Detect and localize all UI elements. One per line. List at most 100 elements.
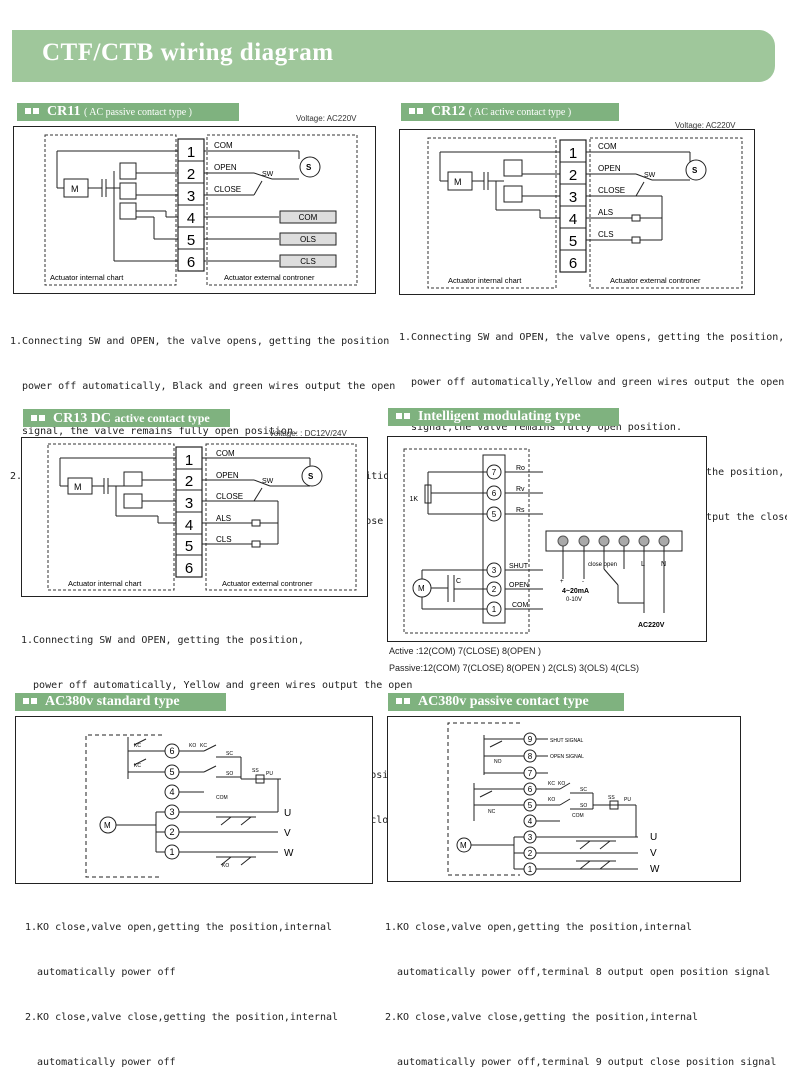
ac380s-label-so: SO	[226, 771, 233, 777]
cr13-terminal-6: 6	[185, 560, 193, 577]
intel-label-minus: -	[582, 579, 584, 585]
ac380-standard-title-bar: AC380v standard type	[15, 693, 226, 711]
ac380s-label-v: V	[284, 828, 291, 839]
intel-label-c: C	[456, 578, 461, 585]
cr13-terminal-5: 5	[185, 538, 193, 555]
cr13-panel: 1 2 3 4 5 6 S COM OPEN CLOSE ALS CLS	[21, 437, 368, 597]
intel-label-n: N	[661, 561, 666, 568]
intelligent-panel: 7 6 5 3 2 1 1K C M Ro Rv Rs SH	[387, 436, 707, 642]
intel-label-ac: AC220V	[638, 622, 665, 629]
intel-label-plus: +	[560, 579, 564, 585]
cr13-motor-label: M	[74, 482, 82, 492]
intelligent-active: Active :12(COM) 7(CLOSE) 8(OPEN )	[389, 646, 542, 656]
cr11-signal-com: COM	[299, 213, 318, 222]
cr13-voltage: Voltage: : DC12V/24V	[269, 429, 347, 438]
cr13-terminal-2: 2	[185, 473, 193, 490]
cr13-diagram: 1 2 3 4 5 6 S COM OPEN CLOSE ALS CLS	[47, 443, 357, 591]
cr13-indicator-icon	[301, 465, 323, 487]
ac380s-terminal-2: 2	[169, 827, 174, 837]
ac380p-terminal-5: 5	[528, 801, 533, 810]
ac380p-label-pu: PU	[624, 797, 631, 803]
cr12-left-caption: Actuator internal chart	[448, 276, 522, 285]
cr11-label-close: CLOSE	[214, 185, 241, 194]
ac380s-note-line: automatically power off	[25, 1057, 176, 1068]
intelligent-diagram: 7 6 5 3 2 1 1K C M Ro Rv Rs SH	[403, 448, 683, 634]
cr12-terminal-3: 3	[569, 189, 577, 206]
intel-terminal-6: 6	[492, 489, 497, 498]
ac380s-label-ko-2: KO	[222, 863, 229, 869]
ac380s-label-w: W	[284, 848, 294, 859]
cr13-note-line: 1.Connecting SW and OPEN, getting the po…	[21, 635, 304, 646]
ac380-passive-panel: 9 8 7 6 5 4 3 2 1	[387, 716, 741, 882]
ac380p-label-com: COM	[572, 813, 584, 819]
cr12-label-close: CLOSE	[598, 186, 625, 195]
cr13-label-com: COM	[216, 449, 235, 458]
intel-terminal-7: 7	[492, 468, 497, 477]
cr11-right-caption: Actuator external controner	[224, 273, 315, 282]
ac380s-terminal-3: 3	[169, 807, 174, 817]
cr12-label-com: COM	[598, 142, 617, 151]
cr11-note-line: 1.Connecting SW and OPEN, the valve open…	[10, 336, 390, 347]
ac380-standard-diagram: 6 5 4 3 2 1	[85, 734, 294, 878]
ac380p-terminal-7: 7	[528, 769, 533, 778]
cr11-signal-cls: CLS	[300, 257, 316, 266]
intel-motor-label: M	[418, 584, 425, 593]
cr12-panel: 1 2 3 4 5 6 S COM OPEN CLOSE ALS CLS	[399, 129, 755, 295]
ac380p-label-shut: SHUT SIGNAL	[550, 738, 583, 744]
cr12-title: CR12	[431, 104, 466, 119]
intelligent-title: Intelligent modulating type	[418, 409, 581, 424]
ac380-standard-panel: 6 5 4 3 2 1	[15, 716, 373, 884]
cr12-terminal-4: 4	[569, 211, 577, 228]
intel-label-ma: 4~20mA	[562, 588, 589, 595]
cr13-indicator-label: S	[308, 472, 314, 481]
ac380p-label-so: SO	[580, 803, 587, 809]
ac380p-label-sc: SC	[580, 787, 587, 793]
cr13-title-bar: CR13 DC active contact type	[23, 409, 230, 427]
ac380p-label-open: OPEN SIGNAL	[550, 754, 584, 760]
cr13-terminal-3: 3	[185, 495, 193, 512]
ac380s-label-kc-2: KC	[134, 763, 141, 769]
cr13-left-caption: Actuator internal chart	[68, 579, 142, 588]
intel-label-com: COM	[512, 602, 529, 609]
intelligent-title-bar: Intelligent modulating type	[388, 408, 619, 426]
cr11-indicator-label: S	[306, 163, 312, 172]
ac380p-label-kc: KC	[548, 781, 555, 787]
cr12-terminal-1: 1	[569, 145, 577, 162]
ac380s-label-ko: KO	[189, 743, 196, 749]
ac380p-terminal-2: 2	[528, 849, 533, 858]
ac380s-motor-label: M	[104, 821, 111, 830]
intelligent-passive: Passive:12(COM) 7(CLOSE) 8(OPEN ) 2(CLS)…	[389, 663, 640, 673]
cr13-title: CR13 DC	[53, 411, 111, 426]
cr12-label-cls: CLS	[598, 230, 614, 239]
ac380s-label-kc-3: KC	[200, 743, 207, 749]
cr11-terminal-6: 6	[187, 254, 195, 271]
cr12-title-bar: CR12 ( AC active contact type )	[401, 103, 619, 121]
ac380p-terminal-1: 1	[528, 865, 533, 874]
cr11-terminal-2: 2	[187, 166, 195, 183]
ac380-standard-notes: 1.KO close,valve open,getting the positi…	[25, 890, 338, 1085]
ac380s-note-line: 2.KO close,valve close,getting the posit…	[25, 1012, 339, 1023]
ac380s-terminal-5: 5	[169, 767, 174, 777]
ac380p-terminal-8: 8	[528, 752, 533, 761]
cr11-label-com: COM	[214, 141, 233, 150]
ac380p-terminal-9: 9	[528, 735, 533, 744]
cr11-terminal-3: 3	[187, 188, 195, 205]
cr11-terminal-block	[177, 138, 205, 272]
cr11-voltage: Voltage: AC220V	[296, 114, 357, 123]
intel-label-v: 0-10V	[566, 597, 582, 603]
cr12-terminal-6: 6	[569, 255, 577, 272]
cr12-indicator-icon	[685, 159, 707, 181]
cr11-subtitle: ( AC passive contact type )	[83, 107, 192, 118]
cr13-label-open: OPEN	[216, 471, 239, 480]
ac380s-label-ss: SS	[252, 768, 259, 774]
intel-terminal-5: 5	[492, 510, 497, 519]
cr11-terminal-1: 1	[187, 144, 195, 161]
cr13-subtitle: active contact type	[114, 411, 210, 425]
cr11-panel: 1 2 3 4 5 6 S COM OPEN CLOSE SW COM OLS	[13, 126, 376, 294]
cr13-terminal-4: 4	[185, 517, 193, 534]
page-title: CTF/CTB wiring diagram	[42, 39, 334, 66]
ac380p-terminal-4: 4	[528, 817, 533, 826]
cr13-label-sw: SW	[262, 478, 274, 485]
ac380p-label-ko-2: KO	[548, 797, 555, 803]
cr12-terminal-5: 5	[569, 233, 577, 250]
